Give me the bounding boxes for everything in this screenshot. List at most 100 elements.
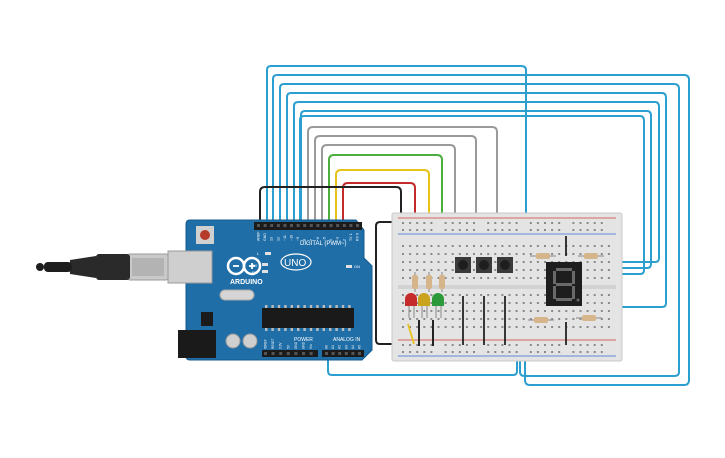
header-pin[interactable] xyxy=(276,224,280,227)
pushbutton[interactable] xyxy=(497,257,513,273)
arduino-model: UNO xyxy=(284,258,306,269)
resistor[interactable] xyxy=(578,253,604,259)
analog-pin-label: A3 xyxy=(344,345,348,349)
digital-pin-label: RX 0 xyxy=(356,233,360,241)
header-pin[interactable] xyxy=(309,224,313,227)
power-label: POWER xyxy=(294,337,313,343)
wire-blue[interactable] xyxy=(266,65,527,262)
digital-pin-label: ~5 xyxy=(323,237,327,241)
header-pin[interactable] xyxy=(263,224,267,227)
atmega-chip xyxy=(262,308,354,328)
power-pin-label: GND xyxy=(302,341,306,349)
led-red[interactable] xyxy=(405,293,417,318)
usb-cable[interactable] xyxy=(36,253,169,281)
wire-black-gnd-2[interactable] xyxy=(375,221,404,345)
digital-pin-label: ~6 xyxy=(316,237,320,241)
capacitor xyxy=(225,333,241,349)
resistor[interactable] xyxy=(576,315,602,321)
wire-blue-5v[interactable] xyxy=(327,328,518,376)
digital-pin-label: 2 xyxy=(342,239,346,241)
wire-blue[interactable] xyxy=(286,92,667,308)
led-tx-label: TX xyxy=(252,263,257,268)
led-yellow[interactable] xyxy=(418,293,430,318)
wire-blue[interactable] xyxy=(299,115,645,275)
resistor[interactable] xyxy=(439,272,445,292)
crystal xyxy=(219,289,255,301)
analog-header xyxy=(322,350,364,357)
wire-blue[interactable] xyxy=(293,101,660,263)
wires-layer xyxy=(259,65,690,386)
digital-pin-label: 4 xyxy=(329,239,333,241)
header-pin[interactable] xyxy=(356,224,359,227)
header-pin[interactable] xyxy=(329,224,333,227)
header-pin[interactable] xyxy=(286,352,290,355)
voltage-regulator xyxy=(201,312,213,326)
wire-gray[interactable] xyxy=(307,126,498,262)
header-pin[interactable] xyxy=(283,224,287,227)
pushbutton[interactable] xyxy=(455,257,471,273)
resistor[interactable] xyxy=(530,253,556,259)
header-pin[interactable] xyxy=(309,352,313,355)
pushbutton[interactable] xyxy=(476,257,492,273)
wire-gray[interactable] xyxy=(314,135,477,262)
header-pin[interactable] xyxy=(257,224,260,227)
resistor[interactable] xyxy=(528,317,554,323)
header-pin[interactable] xyxy=(351,352,355,355)
arduino-uno-board[interactable]: DIGITAL (PWM~) ARDUINO UNO L TX RX ON xyxy=(167,219,373,361)
header-pin[interactable] xyxy=(264,352,267,355)
header-pin[interactable] xyxy=(279,352,283,355)
power-pin-label: IOREF xyxy=(264,339,268,349)
arduino-logo-icon xyxy=(226,256,262,276)
header-pin[interactable] xyxy=(331,352,335,355)
wire-gray[interactable] xyxy=(321,144,456,262)
analog-pin-label: A2 xyxy=(338,345,342,349)
digital-pin-holes xyxy=(257,224,359,227)
resistor[interactable] xyxy=(412,272,418,292)
wire-blue[interactable] xyxy=(300,110,652,269)
digital-pin-label: 7 xyxy=(309,239,313,241)
led-label-l: L xyxy=(257,251,260,256)
analog-pin-label: A0 xyxy=(325,345,329,349)
wire-red[interactable] xyxy=(342,182,416,250)
header-pin[interactable] xyxy=(342,224,346,227)
resistor[interactable] xyxy=(426,272,432,292)
digital-pin-label: TX 1 xyxy=(349,233,353,241)
header-pin[interactable] xyxy=(358,352,361,355)
header-pin[interactable] xyxy=(303,224,307,227)
header-pin[interactable] xyxy=(323,224,326,227)
header-pin[interactable] xyxy=(270,224,274,227)
header-pin[interactable] xyxy=(271,352,275,355)
wire-black-gnd[interactable] xyxy=(259,186,402,228)
wire-blue[interactable] xyxy=(272,74,690,386)
header-pin[interactable] xyxy=(338,352,342,355)
header-pin[interactable] xyxy=(290,224,293,227)
breadboard[interactable] xyxy=(391,212,623,362)
digital-pin-label: 12 xyxy=(276,237,280,241)
led-on-label: ON xyxy=(354,264,360,269)
header-pin[interactable] xyxy=(294,352,298,355)
capacitor xyxy=(242,333,258,349)
header-pin[interactable] xyxy=(349,224,353,227)
usb-jack xyxy=(167,250,213,284)
digital-pin-label: ~9 xyxy=(296,237,300,241)
header-pin[interactable] xyxy=(344,352,348,355)
bottom-pin-holes xyxy=(264,352,361,355)
seven-segment-display-icon[interactable] xyxy=(546,262,582,306)
digital-label: DIGITAL (PWM~) xyxy=(300,241,347,247)
wire-green[interactable] xyxy=(328,154,443,250)
digital-pin-label: GND xyxy=(263,233,267,241)
ground-jumper-yellow[interactable] xyxy=(407,323,415,345)
wire-yellow[interactable] xyxy=(335,169,430,250)
digital-pin-label: AREF xyxy=(257,231,261,241)
wire-blue[interactable] xyxy=(279,83,680,377)
header-pin[interactable] xyxy=(302,352,305,355)
led-green[interactable] xyxy=(432,293,444,318)
header-pin[interactable] xyxy=(296,224,300,227)
header-pin[interactable] xyxy=(325,352,328,355)
header-pin[interactable] xyxy=(316,224,320,227)
header-pin[interactable] xyxy=(336,224,340,227)
